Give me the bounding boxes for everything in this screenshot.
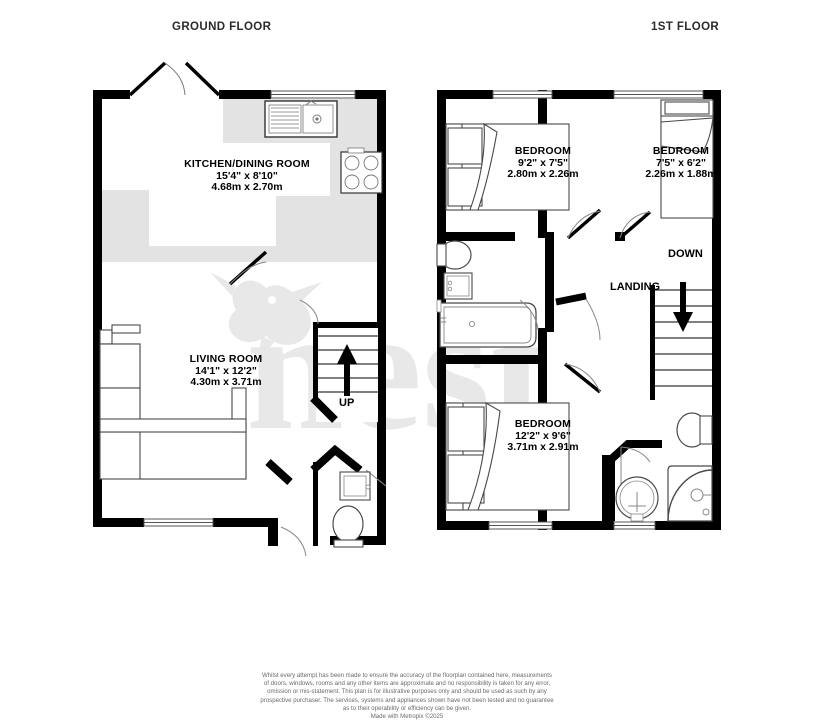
bedroom2-label: BEDROOM 7'5" x 6'2" 2.26m x 1.88m [630, 145, 732, 181]
kitchen-dimensions-metric: 4.68m x 2.70m [211, 181, 283, 194]
bedroom1-dimensions-imperial: 9'2" x 7'5" [518, 156, 568, 169]
landing-label: LANDING [610, 281, 661, 293]
toilet-icon [436, 240, 472, 270]
bedroom3-window [488, 521, 553, 530]
living-room-name: LIVING ROOM [189, 353, 263, 365]
first-floor-title: 1ST FLOOR [651, 21, 720, 33]
corner-shower-icon [667, 465, 713, 522]
hall-door [299, 299, 319, 325]
stairs-up-arrow-icon [337, 344, 357, 396]
basin-icon [443, 272, 473, 300]
first-floor-plan [436, 90, 721, 530]
ground-floor-title: GROUND FLOOR [172, 21, 272, 33]
stairs-down-icon [650, 282, 712, 400]
bedroom3-dimensions-metric: 3.71m x 2.91m [507, 441, 579, 454]
bedroom2-dimensions-imperial: 7'5" x 6'2" [656, 156, 706, 169]
stairs-up-label: UP [339, 397, 355, 409]
disclaimer-line-3: omission or mis-statement. This plan is … [267, 688, 547, 696]
bath-icon [436, 299, 537, 348]
disclaimer-line-4: prospective purchaser. The services, sys… [260, 696, 554, 704]
kitchen-room-label: KITCHEN/DINING ROOM 15'4" x 8'10" 4.68m … [177, 158, 317, 194]
wc-walls [310, 444, 363, 546]
bedroom1-label: BEDROOM 9'2" x 7'5" 2.80m x 2.26m [488, 145, 598, 181]
ensuite-walls [602, 440, 662, 521]
hob-icon [340, 147, 383, 194]
landing-door-bath [555, 292, 601, 341]
ensuite-window [613, 521, 656, 530]
sofa-icon [99, 324, 247, 480]
living-window [143, 518, 214, 527]
stairs-down-arrow-icon [673, 282, 693, 332]
bedroom3-label: BEDROOM 12'2" x 9'6" 3.71m x 2.91m [488, 418, 598, 454]
entrance-doors [128, 61, 221, 97]
basin-icon [339, 471, 371, 501]
toilet-icon [332, 505, 364, 548]
living-dimensions-imperial: 14'1" x 12'2" [195, 364, 257, 377]
bedroom2-dimensions-metric: 2.26m x 1.88m [645, 168, 717, 181]
kitchen-room-name: KITCHEN/DINING ROOM [184, 158, 310, 170]
bedroom2-window [613, 90, 704, 99]
bed-icon [660, 99, 714, 219]
bedroom2-name: BEDROOM [652, 145, 710, 157]
disclaimer-line-5: as to their operability or efficiency ca… [342, 704, 472, 712]
kitchen-dimensions-imperial: 15'4" x 8'10" [216, 169, 278, 182]
wc-entry-swing [280, 526, 307, 557]
kitchen-window-top [270, 90, 356, 99]
made-with-label: Made with Metropix ©2025 [370, 713, 444, 721]
bedroom1-window [492, 90, 553, 99]
bed-icon [445, 122, 570, 211]
disclaimer-text: Whilst every attempt has been made to en… [0, 672, 814, 721]
ground-floor-plan [93, 61, 387, 557]
basin-icon [615, 476, 659, 522]
kitchen-living-door [228, 250, 268, 286]
living-room-label: LIVING ROOM 14'1" x 12'2" 4.30m x 3.71m [165, 353, 287, 389]
bedroom3-dimensions-imperial: 12'2" x 9'6" [515, 429, 571, 442]
disclaimer-line-2: of doors, windows, rooms and any other i… [263, 680, 551, 688]
bed-icon [445, 402, 570, 511]
bedroom1-dimensions-metric: 2.80m x 2.26m [507, 168, 579, 181]
disclaimer-line-1: Whilst every attempt has been made to en… [262, 672, 552, 679]
bedroom3-name: BEDROOM [514, 418, 572, 430]
toilet-icon [676, 412, 713, 448]
bedroom2-door [618, 210, 652, 240]
stairs-down-label: DOWN [668, 248, 703, 260]
living-dimensions-metric: 4.30m x 3.71m [190, 376, 262, 389]
bedroom1-door [566, 208, 602, 240]
sink-icon [264, 100, 338, 138]
bedroom1-name: BEDROOM [514, 145, 572, 157]
living-angled-wall [265, 459, 293, 485]
stairs-up-icon [310, 322, 378, 423]
bathroom-door [519, 299, 539, 331]
landing-door-bed3 [563, 362, 602, 394]
